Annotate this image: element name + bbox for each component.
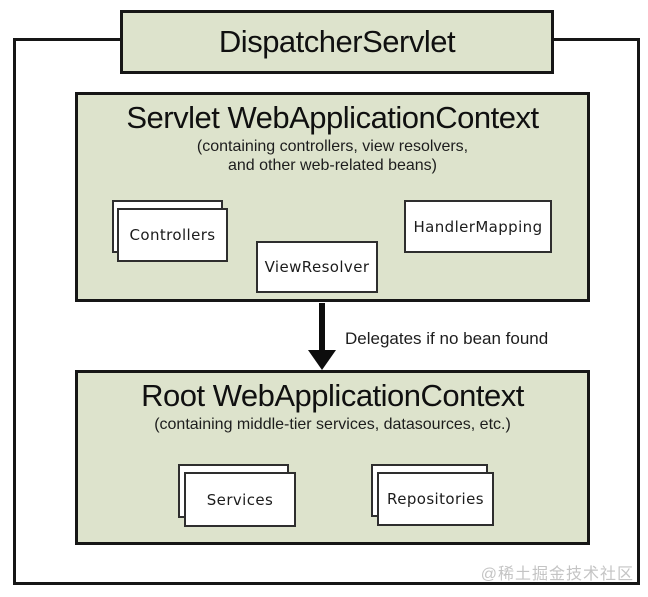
root-context-title: Root WebApplicationContext: [141, 378, 524, 413]
controllers-card: Controllers: [117, 208, 228, 262]
repositories-label: Repositories: [387, 490, 484, 508]
servlet-context-subtitle-line2: and other web-related beans): [227, 157, 438, 174]
delegates-arrow-shaft: [319, 303, 325, 352]
root-webapplicationcontext-box: Root WebApplicationContext (containing m…: [75, 370, 590, 545]
repositories-card: Repositories: [377, 472, 494, 526]
servlet-context-subtitle-line1: (containing controllers, view resolvers,: [196, 138, 469, 155]
handler-mapping-label: HandlerMapping: [413, 217, 543, 236]
controllers-label: Controllers: [129, 226, 216, 244]
handler-mapping-card: HandlerMapping: [404, 200, 552, 253]
delegates-arrow-label: Delegates if no bean found: [345, 329, 549, 348]
services-label: Services: [206, 490, 274, 509]
services-card: Services: [184, 472, 296, 527]
dispatcher-servlet-box: DispatcherServlet: [120, 10, 554, 74]
servlet-webapplicationcontext-box: Servlet WebApplicationContext (containin…: [75, 92, 590, 302]
servlet-context-title: Servlet WebApplicationContext: [126, 100, 539, 135]
root-context-subtitle: (containing middle-tier services, dataso…: [154, 416, 511, 433]
delegates-arrow-head: [308, 350, 336, 370]
dispatcher-servlet-label: DispatcherServlet: [218, 24, 456, 59]
view-resolver-label: ViewResolver: [264, 258, 370, 276]
view-resolver-card: ViewResolver: [256, 241, 378, 293]
watermark-text: @稀土掘金技术社区: [480, 566, 634, 583]
